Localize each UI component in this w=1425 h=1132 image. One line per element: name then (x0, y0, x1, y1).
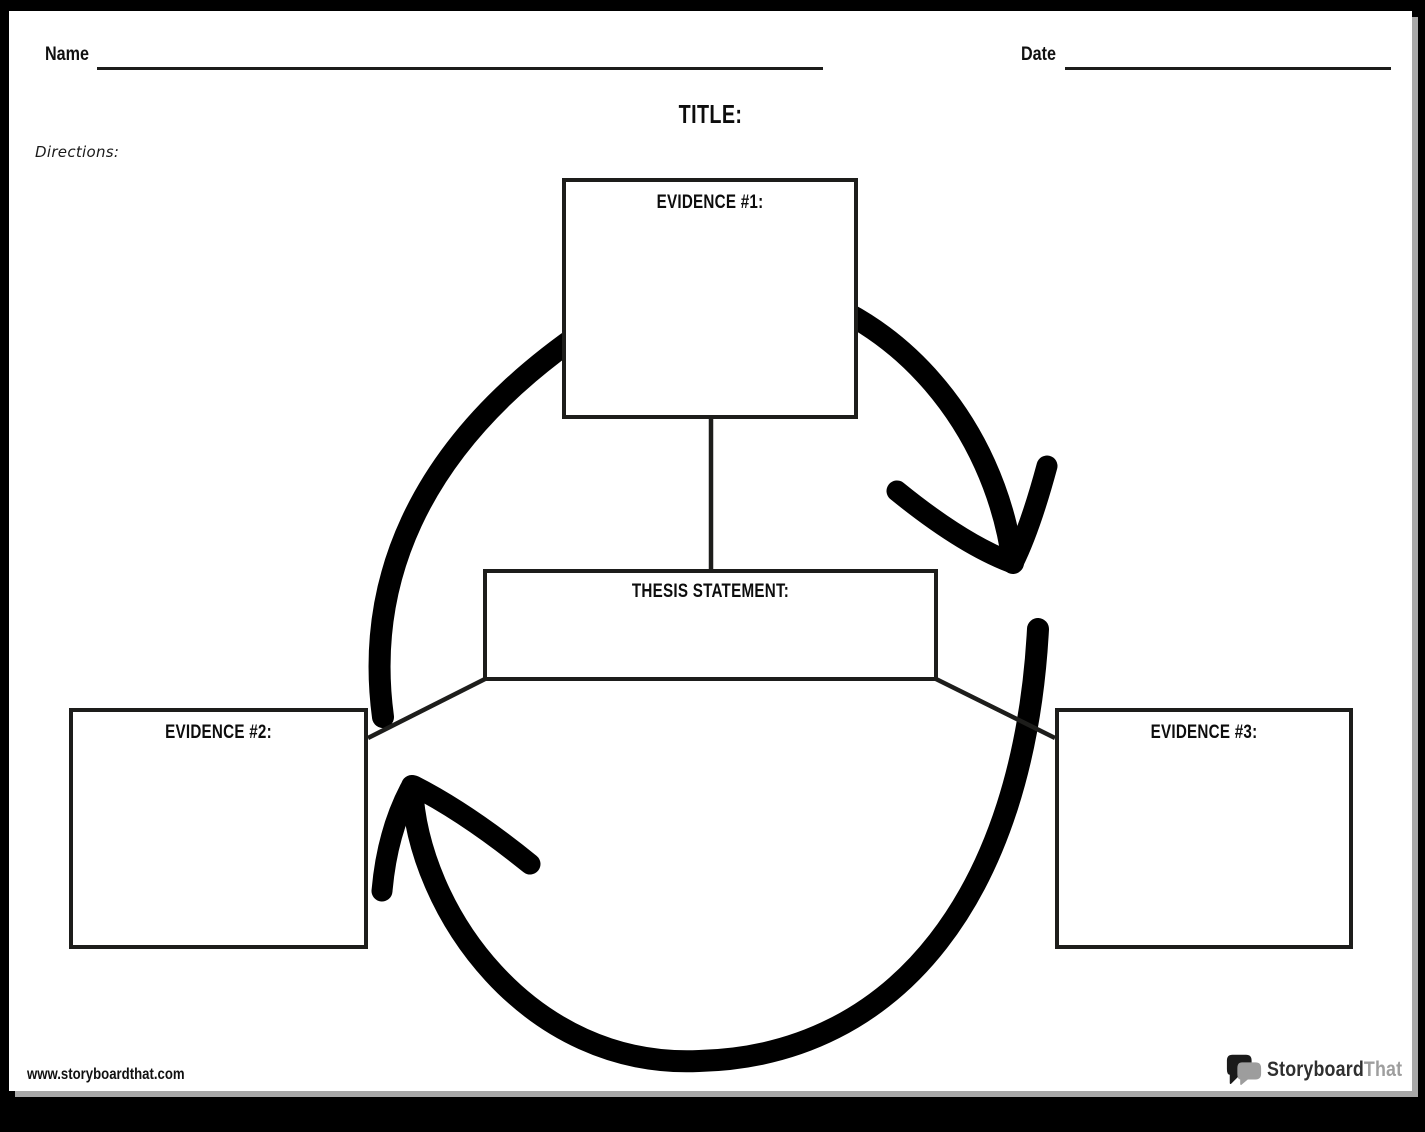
website-url: www.storyboardthat.com (27, 1066, 185, 1083)
evidence2-box[interactable]: EVIDENCE #2: (69, 708, 368, 949)
evidence1-box[interactable]: EVIDENCE #1: (562, 178, 858, 419)
arrowhead-right-barb-left (886, 480, 1021, 573)
name-input-line[interactable] (97, 67, 823, 70)
storyboardthat-logo: StoryboardThat (1225, 1051, 1425, 1089)
connector-thesis-evidence2 (366, 676, 487, 741)
evidence3-label: EVIDENCE #3: (1150, 722, 1258, 743)
worksheet-page: Name Date TITLE: Directions: EVIDENCE #1… (9, 11, 1412, 1091)
evidence1-label: EVIDENCE #1: (656, 192, 764, 213)
arrowhead-left-barb-left (371, 778, 421, 902)
date-label: Date (1021, 44, 1057, 65)
connector-thesis-evidence3 (935, 676, 1056, 741)
cycle-arc-bottom (401, 618, 1049, 1073)
thesis-statement-label: THESIS STATEMENT: (631, 581, 790, 602)
logo-text-primary: Storyboard (1267, 1058, 1364, 1081)
date-input-line[interactable] (1065, 67, 1391, 70)
arrowhead-right-barb-right (1002, 455, 1058, 574)
logo-wordmark: StoryboardThat (1267, 1058, 1402, 1082)
logo-text-secondary: That (1363, 1058, 1403, 1081)
arrowhead-left-barb-right (403, 775, 541, 875)
evidence3-box[interactable]: EVIDENCE #3: (1055, 708, 1353, 949)
cycle-arc-left (368, 320, 595, 728)
speech-bubbles-icon (1226, 1054, 1262, 1086)
evidence2-label: EVIDENCE #2: (165, 722, 272, 743)
page-title: TITLE: (678, 99, 743, 129)
thesis-statement-box[interactable]: THESIS STATEMENT: (483, 569, 938, 681)
directions-label: Directions: (35, 143, 120, 161)
name-label: Name (45, 44, 89, 65)
